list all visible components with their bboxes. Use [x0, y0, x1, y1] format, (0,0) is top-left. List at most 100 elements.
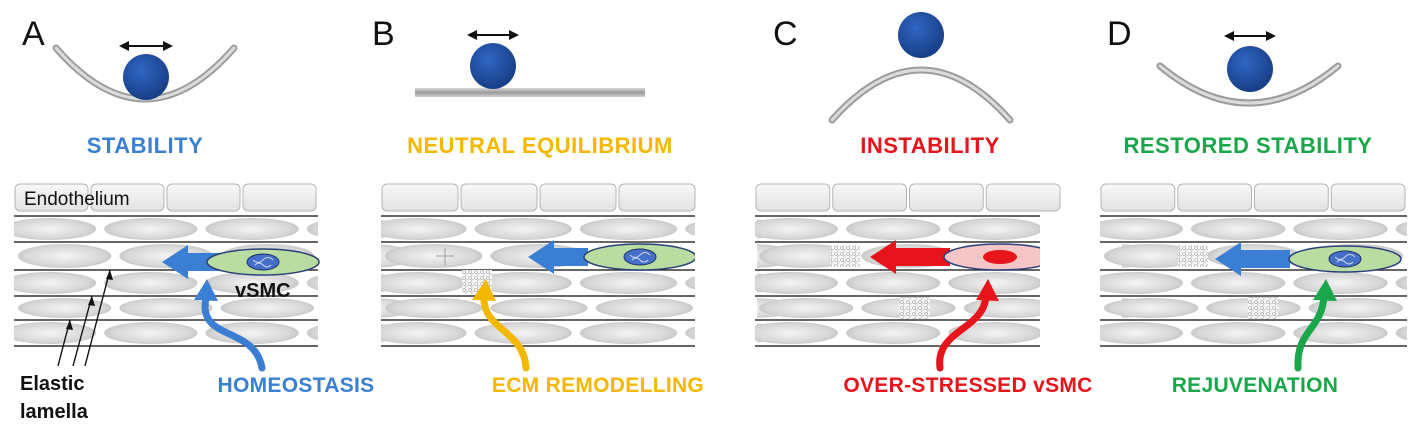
- panel-a-smooth-muscle-cell-icon: [17, 298, 112, 318]
- panel-b-smooth-muscle-cell-icon: [385, 244, 483, 268]
- panel-a-smooth-muscle-cell-icon: [220, 298, 314, 318]
- panel-c-smooth-muscle-cell-icon: [948, 322, 1043, 344]
- panel-c-smooth-muscle-cell-icon: [743, 218, 838, 240]
- panel-d-bowl-highlight: [1158, 64, 1340, 105]
- endothelium-label: Endothelium: [24, 189, 130, 210]
- panel-b-process-label: ECM REMODELLING: [492, 374, 704, 397]
- panel-a-endothelial-cell: [166, 183, 241, 212]
- panel-b-arrowhead-left: [467, 30, 477, 40]
- panel-c-smooth-muscle-cell-icon: [743, 322, 838, 344]
- panel-d-endothelial-cell: [1330, 183, 1406, 212]
- panel-d-smooth-muscle-cell-icon: [1088, 218, 1183, 240]
- panel-b-vsmc-nucleus: [623, 248, 657, 266]
- panel-d-ball-icon: [1227, 46, 1273, 92]
- panel-d-mask-left: [1040, 214, 1100, 348]
- panel-d-smooth-muscle-cell-icon: [1190, 272, 1286, 294]
- panel-b-smooth-muscle-cell-icon: [369, 218, 467, 240]
- panel-d-smooth-muscle-cell-icon: [1308, 298, 1404, 318]
- panel-b-cross-mark: [436, 248, 454, 266]
- panel-c-mask-left: [695, 214, 755, 348]
- panel-a-smooth-muscle-cell-icon: [17, 244, 112, 268]
- panel-a-smooth-muscle-cell-icon: [104, 218, 198, 240]
- panel-b-endothelial-cell: [460, 183, 538, 212]
- panel-c-ecm-fibre-patch: [830, 245, 860, 267]
- panel-d-wide-arrow-icon: [1215, 242, 1290, 276]
- panel-a-smooth-muscle-cell-icon: [119, 298, 213, 318]
- panel-c-smooth-muscle-cell-icon: [743, 272, 838, 294]
- lamella-label: lamella: [20, 401, 89, 423]
- panel-d-smooth-muscle-cell-icon: [1104, 298, 1199, 318]
- panel-d-curved-arrow-icon: [1294, 292, 1328, 372]
- panel-b-smooth-muscle-cell-icon: [369, 272, 467, 294]
- panel-c-vsmc-nucleus: [983, 250, 1017, 264]
- panel-c-smooth-muscle-cell-icon: [759, 298, 854, 318]
- panel-c-endothelial-cell: [909, 183, 984, 212]
- panel-a-vsmc-nucleus: [246, 253, 280, 271]
- panel-d-ecm-fibre-patch: [1248, 297, 1278, 319]
- panel-c-smooth-muscle-cell-icon: [759, 244, 854, 268]
- panel-a-pointer-tip: [88, 296, 95, 306]
- panel-b-smooth-muscle-cell-icon: [579, 218, 678, 240]
- panel-a-pointer-line: [72, 295, 93, 367]
- panel-c-process-label: OVER-STRESSED vSMC: [843, 374, 1092, 397]
- panel-d-arrowhead-left: [1224, 31, 1234, 41]
- panel-c-smooth-muscle-cell-icon: [948, 272, 1043, 294]
- panel-a-smooth-muscle-cell-icon: [2, 322, 97, 344]
- panel-c-state-label: INSTABILITY: [860, 133, 1000, 158]
- panel-d: [1040, 31, 1416, 372]
- panel-a-smooth-muscle-cell-icon: [205, 272, 299, 294]
- panel-a-state-label: STABILITY: [87, 133, 204, 158]
- panel-c-dome-highlight: [830, 68, 1012, 122]
- panel-d-smooth-muscle-cell-icon: [1190, 322, 1286, 344]
- panel-c-curved-arrowhead: [976, 279, 999, 301]
- panel-b-curved-arrow-icon: [480, 292, 530, 372]
- vsmc-label: vSMC: [235, 280, 291, 302]
- panel-d-state-label: RESTORED STABILITY: [1124, 133, 1373, 158]
- panel-c-ball-icon: [898, 12, 944, 58]
- panel-d-ecm-fibre-patch: [1178, 245, 1208, 267]
- panel-a-chromatin: [252, 257, 274, 268]
- panel-c-smooth-muscle-cell-icon: [845, 272, 941, 294]
- panel-d-process-label: REJUVENATION: [1172, 374, 1339, 397]
- panel-b-endothelial-cell: [381, 183, 459, 212]
- panels-layer: [0, 12, 1416, 372]
- panel-a-smooth-muscle-cell-icon: [2, 218, 97, 240]
- panel-b-smooth-muscle-cell-icon: [385, 298, 483, 318]
- panel-b-wide-arrow-icon: [528, 240, 588, 274]
- panel-a-letter: A: [22, 15, 45, 53]
- panel-d-endothelial-cell: [1254, 183, 1329, 212]
- panel-b-flat-surface: [415, 88, 645, 97]
- panel-b-smooth-muscle-cell-icon: [579, 272, 678, 294]
- panel-b-smooth-muscle-cell-icon: [474, 272, 572, 294]
- panel-b-chromatin: [629, 252, 651, 263]
- elastic-label: Elastic: [20, 373, 84, 395]
- panel-c-ecm-fibre-patch: [900, 297, 930, 319]
- panel-c-endothelial-cell: [755, 183, 831, 212]
- panel-a-wide-arrow-icon: [162, 245, 222, 279]
- panel-a-smooth-muscle-cell-icon: [104, 322, 198, 344]
- panel-a-curved-arrow-icon: [201, 292, 266, 372]
- panel-c-curved-arrow-icon: [936, 292, 990, 372]
- panel-b-state-label: NEUTRAL EQUILIBRIUM: [407, 133, 673, 158]
- panel-a-smooth-muscle-cell-icon: [104, 272, 198, 294]
- panel-b-endothelial-cell: [618, 183, 696, 212]
- panel-b-smooth-muscle-cell-icon: [490, 298, 588, 318]
- panel-a-pointer-tip: [66, 320, 73, 330]
- panel-a-smooth-muscle-cell-icon: [205, 322, 299, 344]
- panel-d-mask-right: [1407, 214, 1416, 348]
- panel-a-arrowhead-left: [119, 41, 129, 51]
- panel-a-process-label: HOMEOSTASIS: [218, 374, 375, 397]
- panel-d-smooth-muscle-cell-icon: [1293, 322, 1388, 344]
- panel-d-smooth-muscle-cell-icon: [1088, 322, 1183, 344]
- panel-a-smooth-muscle-cell-icon: [205, 218, 299, 240]
- panel-a-ball-icon: [123, 54, 169, 100]
- panel-a-endothelial-cell: [242, 183, 317, 212]
- panel-d-vsmc-nucleus: [1328, 250, 1362, 268]
- panel-b-smooth-muscle-cell-icon: [369, 322, 467, 344]
- panel-d-smooth-muscle-cell-icon: [1293, 218, 1388, 240]
- panel-c-smooth-muscle-cell-icon: [845, 322, 941, 344]
- panel-d-smooth-muscle-cell-icon: [1293, 272, 1388, 294]
- panel-b-smooth-muscle-cell-icon: [474, 218, 572, 240]
- panel-d-smooth-muscle-cell-icon: [1104, 244, 1199, 268]
